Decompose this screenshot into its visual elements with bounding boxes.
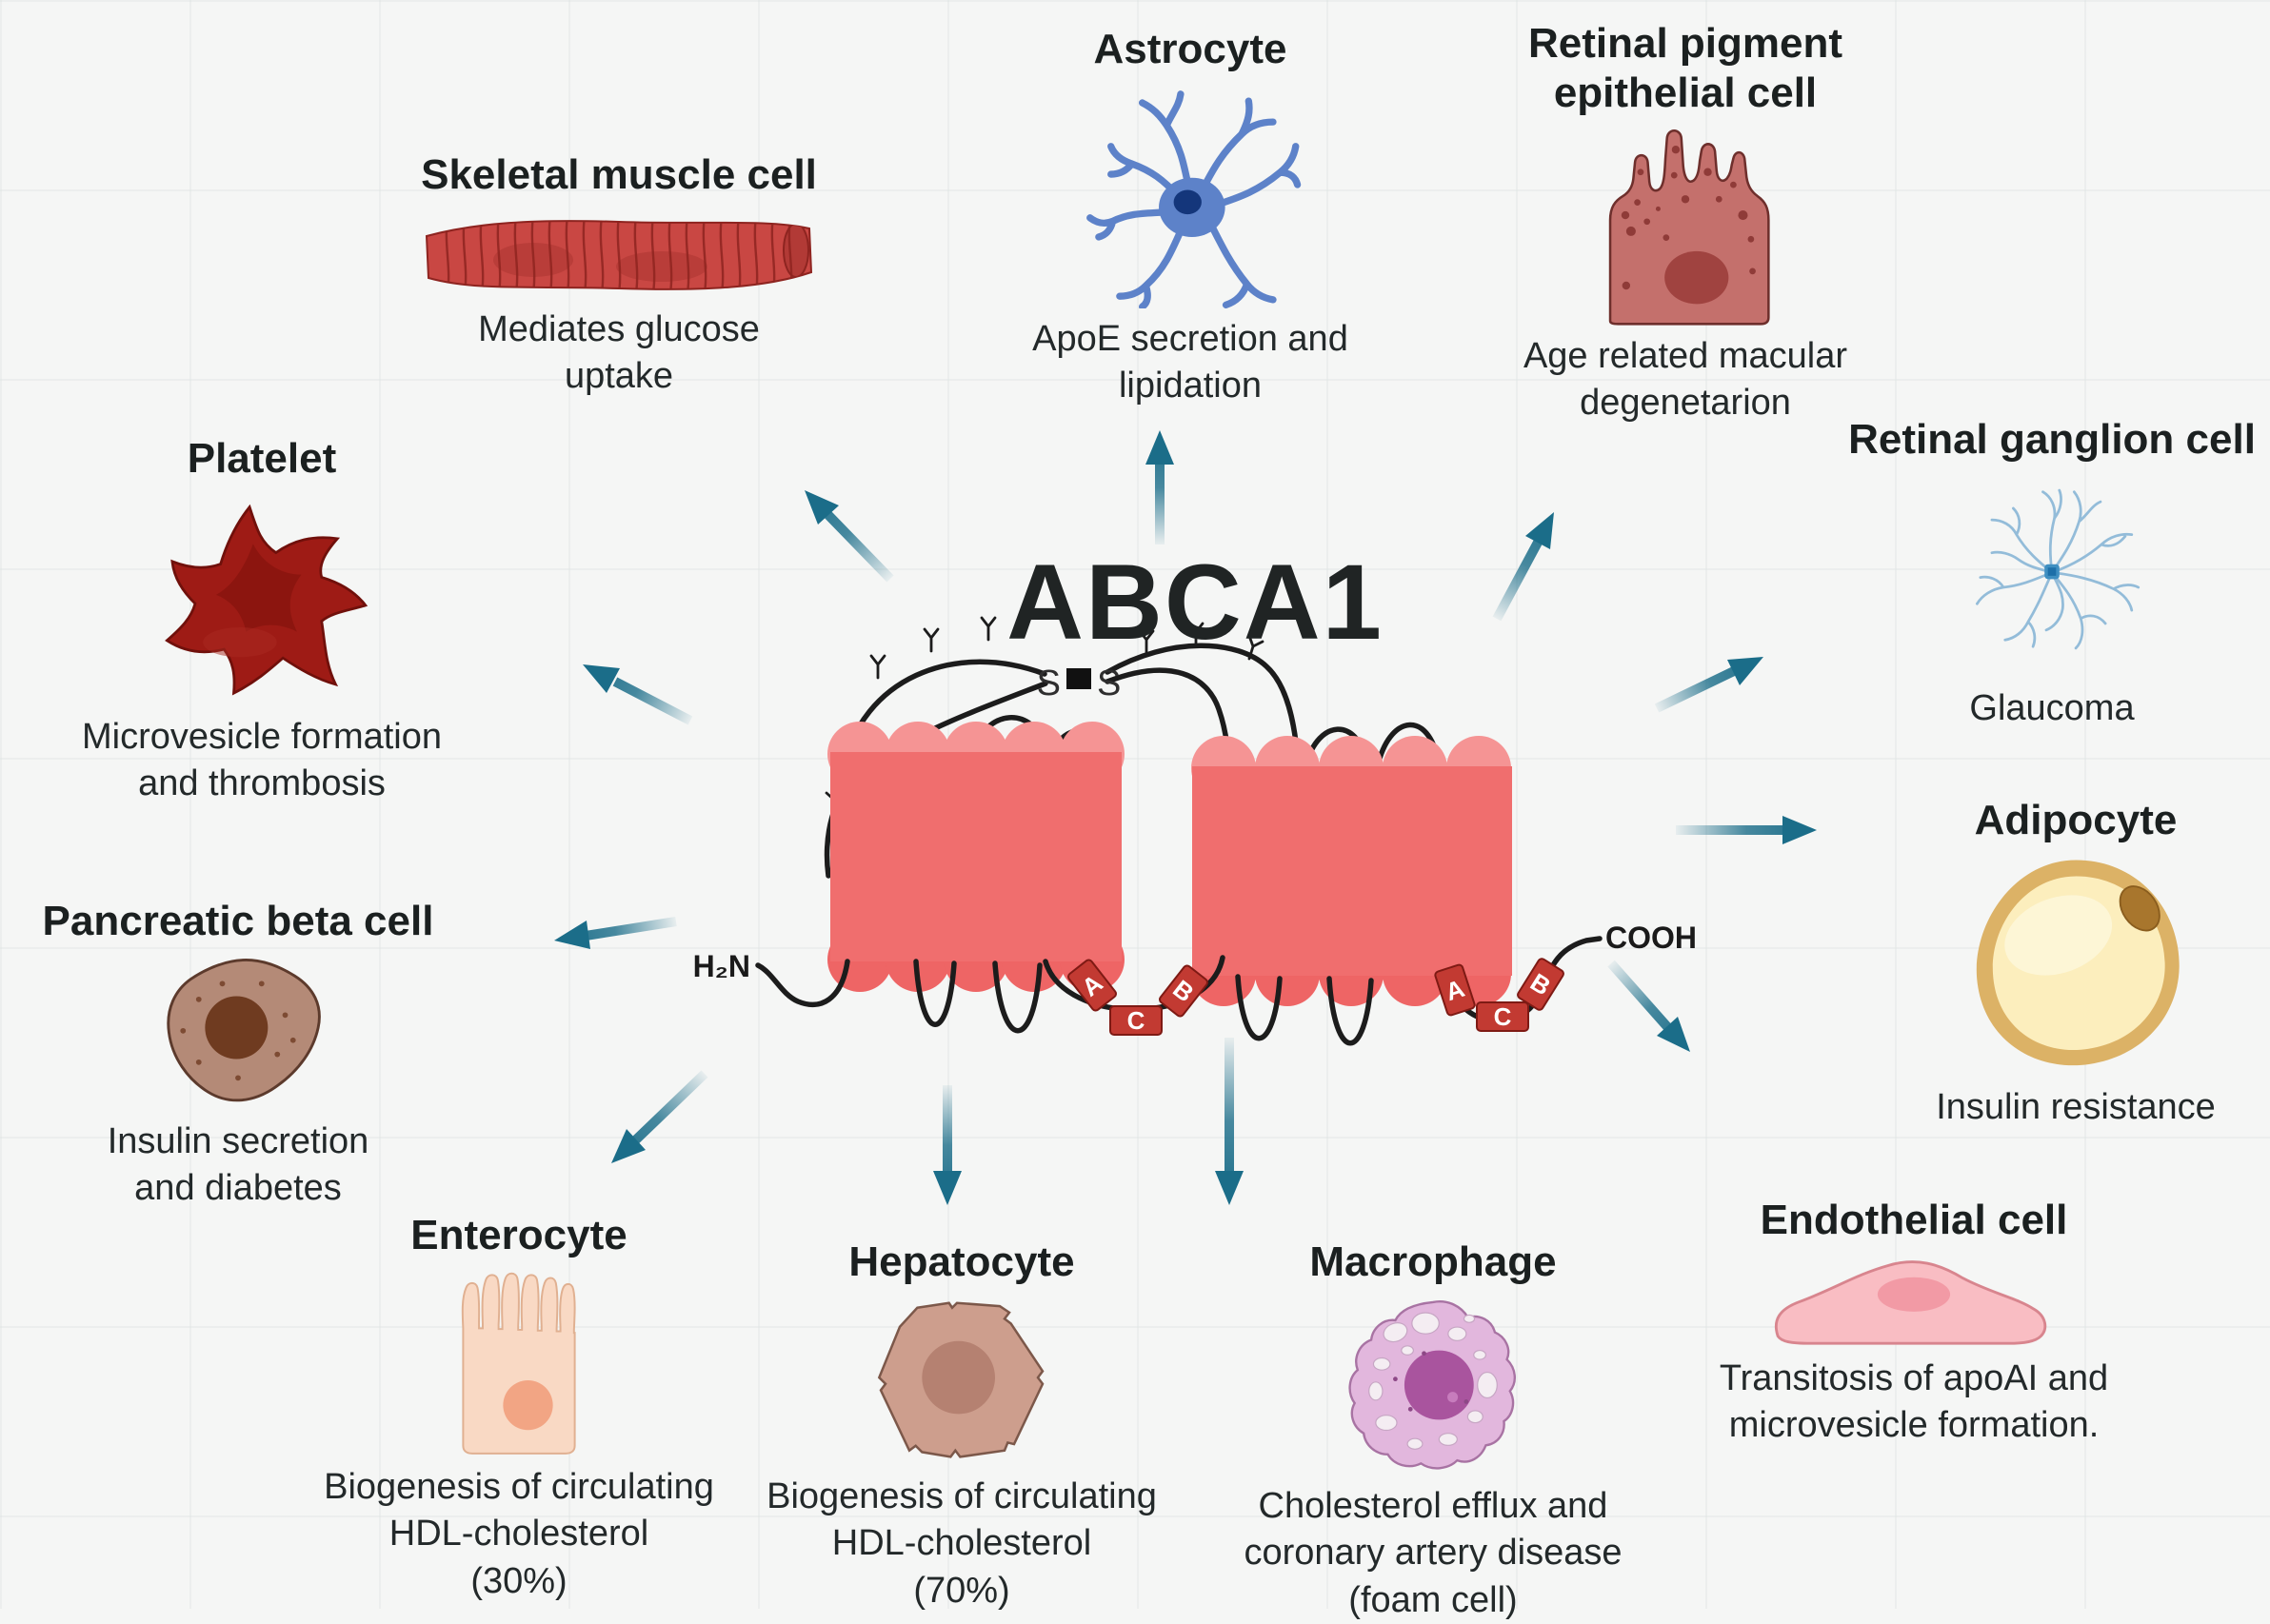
- nbd2-motif-c: C: [1476, 1001, 1529, 1032]
- cell-title: Enterocyte: [410, 1212, 627, 1258]
- cell-astrocyte: Astrocyte ApoE secretion and lipidation: [981, 25, 1400, 410]
- adipocyte-icon: [1976, 860, 2180, 1066]
- arrow-to-endothelial: [1607, 960, 1690, 1052]
- arrow-to-pancreatic-beta: [554, 917, 677, 949]
- cell-title: Retinal pigment epithelial cell: [1527, 20, 1843, 116]
- endothelial-nucleus: [1877, 1277, 1951, 1312]
- astrocyte-icon: [1086, 90, 1302, 308]
- nbd1-motif-b: B: [1159, 964, 1208, 1018]
- cell-caption: Transitosis of apoAI and microvesicle fo…: [1719, 1357, 2109, 1446]
- retinal-pigment-epithelial-icon: [1608, 129, 1770, 326]
- n-terminus-label: H₂N: [693, 949, 750, 983]
- cell-title: Skeletal muscle cell: [421, 151, 817, 198]
- retinal-ganglion-icon: [1975, 488, 2141, 650]
- cell-title: Macrophage: [1309, 1238, 1557, 1285]
- cell-title: Pancreatic beta cell: [42, 898, 434, 944]
- cell-caption: Age related macular degenetarion: [1523, 335, 1848, 424]
- cell-endothelial: Endothelial cell Transitosis of apoAI an…: [1695, 1196, 2133, 1450]
- enterocyte-icon: [461, 1272, 576, 1455]
- page-title: ABCA1: [1006, 543, 1384, 662]
- cell-title: Platelet: [187, 435, 337, 482]
- cell-title: Adipocyte: [1974, 797, 2178, 843]
- macrophage-nucleus: [1404, 1350, 1474, 1420]
- cell-adipocyte: Adipocyte Insulin resistance: [1890, 796, 2261, 1131]
- endothelial-icon: [1774, 1260, 2047, 1345]
- cell-platelet: Platelet Microvesicle formation and thro…: [52, 434, 471, 808]
- cell-title: Astrocyte: [1093, 26, 1287, 72]
- transmembrane-domain-2: [1191, 736, 1512, 1006]
- hepatocyte-nucleus: [922, 1340, 995, 1415]
- cell-skeletal-muscle: Skeletal muscle cell Mediates glucose up…: [305, 150, 933, 401]
- extracellular-loop: [1105, 643, 1301, 764]
- platelet-icon: [165, 504, 368, 696]
- c-terminus-label: COOH: [1605, 921, 1697, 955]
- arrow-to-hepatocyte: [933, 1085, 962, 1205]
- cell-caption: Glaucoma: [1969, 687, 2135, 728]
- cell-macrophage: Macrophage: [1214, 1238, 1652, 1624]
- disulfide-bond: S S: [1037, 663, 1122, 703]
- skeletal-muscle-icon: [425, 219, 813, 290]
- cell-caption: Insulin secretion and diabetes: [107, 1120, 369, 1209]
- arrow-to-retinal-ganglion: [1654, 657, 1763, 713]
- cell-caption: Mediates glucose uptake: [478, 308, 760, 397]
- arrow-to-macrophage: [1215, 1038, 1244, 1205]
- nbd2-motif-b: B: [1517, 958, 1564, 1011]
- adipocyte-nucleus: [2119, 885, 2160, 932]
- cell-caption: Insulin resistance: [1936, 1086, 2216, 1127]
- pancreatic-beta-icon: [167, 959, 321, 1102]
- svg-text:C: C: [1127, 1006, 1145, 1035]
- svg-text:S: S: [1097, 663, 1121, 703]
- cell-caption: Microvesicle formation and thrombosis: [82, 716, 442, 804]
- arrow-to-platelet: [583, 664, 693, 725]
- cell-enterocyte: Enterocyte Biogenesis of circulating HDL…: [290, 1211, 747, 1605]
- cell-title: Retinal ganglion cell: [1848, 416, 2256, 463]
- cell-caption: ApoE secretion and lipidation: [1032, 318, 1348, 406]
- macrophage-icon: [1348, 1299, 1516, 1470]
- svg-text:S: S: [1037, 663, 1061, 703]
- arrow-to-retinal-pigment-epithelial: [1492, 512, 1554, 622]
- svg-text:C: C: [1494, 1002, 1512, 1031]
- pancreatic-beta-nucleus: [205, 996, 269, 1060]
- abca1-protein-structure: S S: [693, 616, 1697, 1046]
- glycosylation-marks: [825, 616, 1264, 803]
- enterocyte-nucleus: [503, 1379, 553, 1431]
- cell-caption: Biogenesis of circulating HDL-cholestero…: [767, 1475, 1157, 1611]
- transmembrane-domain-1: [827, 722, 1125, 992]
- cell-caption: Cholesterol efflux and coronary artery d…: [1244, 1485, 1623, 1620]
- arrow-to-astrocyte: [1145, 430, 1174, 545]
- cell-pancreatic-beta: Pancreatic beta cell Insulin secretion a…: [14, 897, 462, 1213]
- cell-hepatocyte: Hepatocyte Biogenesis of circulating HDL…: [733, 1238, 1190, 1614]
- hepatocyte-icon: [877, 1301, 1045, 1458]
- cell-retinal-ganglion: Retinal ganglion cell Glaucoma: [1833, 415, 2270, 732]
- nbd2-motif-a: A: [1434, 963, 1476, 1017]
- n-terminus-chain: [755, 959, 850, 1008]
- cell-title: Endothelial cell: [1760, 1197, 2068, 1243]
- cell-retinal-pigment-epithelial: Retinal pigment epithelial cell Age rela…: [1490, 19, 1881, 427]
- arrow-to-enterocyte: [611, 1070, 708, 1163]
- nbd1-motif-c: C: [1109, 1005, 1163, 1036]
- arrow-to-adipocyte: [1676, 816, 1817, 844]
- cell-title: Hepatocyte: [848, 1238, 1075, 1285]
- arrow-to-skeletal-muscle: [805, 490, 894, 583]
- cell-caption: Biogenesis of circulating HDL-cholestero…: [324, 1466, 714, 1601]
